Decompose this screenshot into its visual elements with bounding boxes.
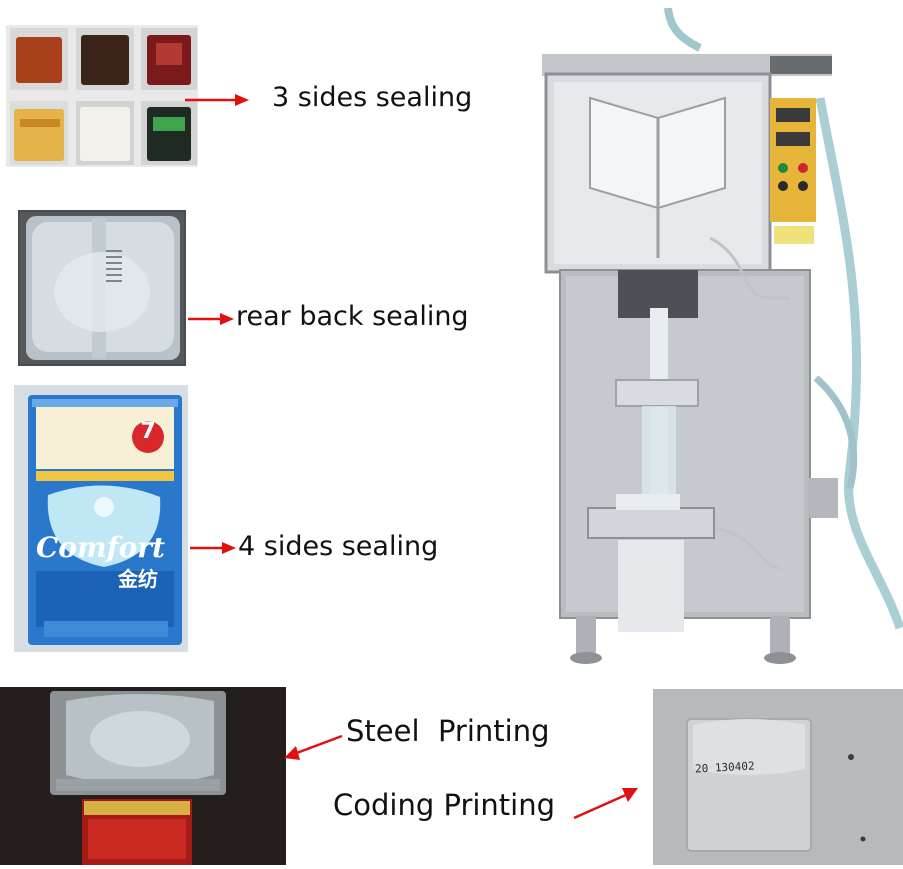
coding-printing-photo: 20 130402 xyxy=(653,689,903,865)
packaging-machine-graphic xyxy=(542,7,903,664)
comfort-sachet: Comfort 金纺 7 xyxy=(14,385,188,652)
arrow-icon xyxy=(190,542,236,554)
label-3-sides-sealing: 3 sides sealing xyxy=(272,82,473,113)
label-steel-printing: Steel Printing xyxy=(346,714,550,748)
label-4-sides-sealing: 4 sides sealing xyxy=(238,531,439,562)
comfort-cjk-text: 金纺 xyxy=(118,567,158,591)
label-coding-printing: Coding Printing xyxy=(333,788,556,822)
water-pouch-graphic xyxy=(20,212,184,364)
coding-printing-graphic xyxy=(653,689,903,865)
comfort-sachet-graphic xyxy=(28,395,182,645)
steel-printing-photo xyxy=(0,687,286,865)
water-pouch xyxy=(18,210,186,366)
sachet-grid-graphic xyxy=(6,25,198,167)
packaging-machine xyxy=(520,7,903,668)
sachet-grid xyxy=(6,25,198,167)
comfort-brand-text: Comfort xyxy=(36,531,165,564)
comfort-badge: 7 xyxy=(140,419,156,444)
arrow-icon xyxy=(284,734,343,760)
arrow-icon xyxy=(185,94,249,106)
label-rear-back-sealing: rear back sealing xyxy=(236,301,469,332)
arrow-icon xyxy=(188,313,234,325)
steel-printing-graphic xyxy=(0,687,286,865)
arrow-icon xyxy=(573,788,638,820)
